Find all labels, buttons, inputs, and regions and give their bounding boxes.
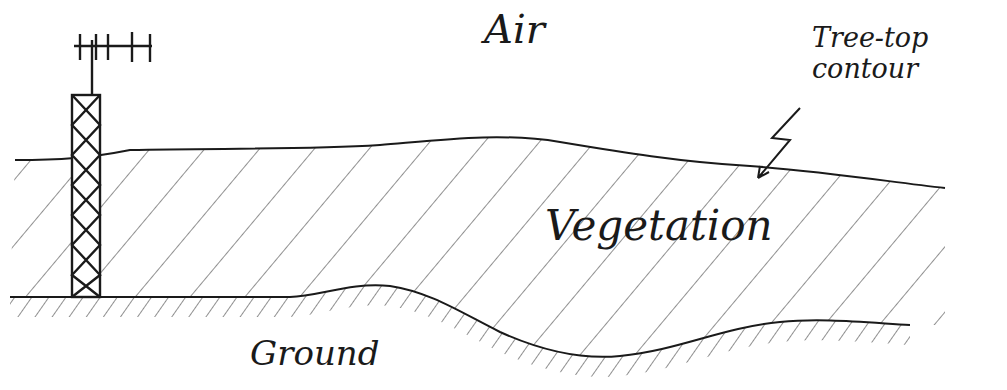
callout-label: Tree-top contour xyxy=(812,22,997,84)
antenna-tower xyxy=(72,32,152,297)
tree-top-contour xyxy=(15,137,945,188)
region-label: Vegetation xyxy=(545,202,773,250)
leader-line xyxy=(758,108,800,178)
region-label: Air xyxy=(484,6,545,52)
ground-surface xyxy=(10,285,910,357)
region-label: Ground xyxy=(250,334,379,373)
